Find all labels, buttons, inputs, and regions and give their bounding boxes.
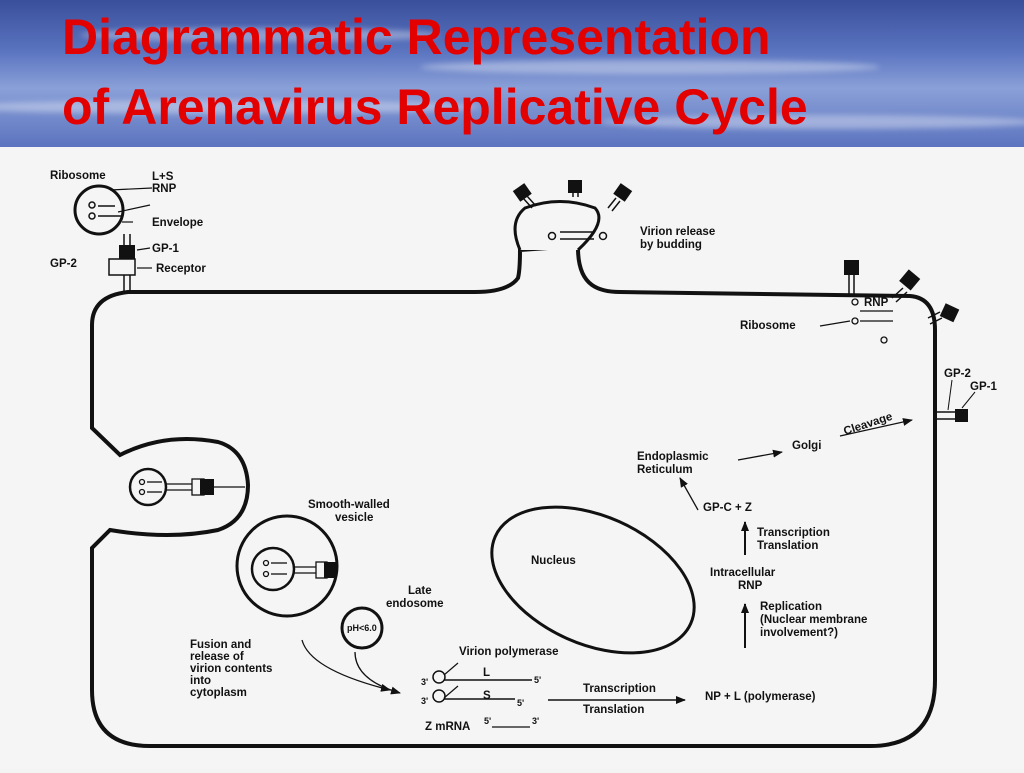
label-into: into bbox=[190, 675, 211, 687]
label-ls: L+S bbox=[152, 171, 174, 183]
label-involvement: involvement?) bbox=[760, 627, 838, 639]
label-late: Late bbox=[408, 585, 432, 597]
budding-bud bbox=[513, 200, 601, 252]
label-virion-contents: virion contents bbox=[190, 663, 272, 675]
label-reticulum: Reticulum bbox=[637, 464, 693, 476]
label-translation-bottom: Translation bbox=[583, 704, 644, 716]
label-replication: Replication bbox=[760, 601, 822, 613]
label-virion-polymerase: Virion polymerase bbox=[459, 646, 559, 658]
label-transcription-right: Transcription bbox=[757, 527, 830, 539]
label-ribosome-right: Ribosome bbox=[740, 320, 796, 332]
label-release-of: release of bbox=[190, 651, 244, 663]
label-golgi: Golgi bbox=[792, 440, 821, 452]
header-streak bbox=[80, 28, 440, 42]
label-gp1-right: GP-1 bbox=[970, 381, 997, 393]
slide-title: Diagrammatic Representation of Arenaviru… bbox=[62, 2, 808, 142]
label-ph: pH<6.0 bbox=[347, 623, 377, 633]
label-s-segment: S bbox=[483, 690, 491, 702]
label-z-mrna: Z mRNA bbox=[425, 721, 470, 733]
label-fusion: Fusion and bbox=[190, 639, 251, 651]
label-nuclear-membrane: (Nuclear membrane bbox=[760, 614, 867, 626]
label-3prime-z: 3' bbox=[532, 716, 539, 726]
label-intracellular-rnp: RNP bbox=[738, 580, 763, 592]
label-endoplasmic: Endoplasmic bbox=[637, 451, 709, 463]
label-cleavage: Cleavage bbox=[842, 411, 894, 438]
label-vesicle: vesicle bbox=[335, 512, 373, 524]
label-3prime-s: 3' bbox=[421, 696, 428, 706]
label-transcription-bottom: Transcription bbox=[583, 683, 656, 695]
label-nucleus: Nucleus bbox=[531, 555, 576, 567]
label-virion-release: Virion release bbox=[640, 226, 715, 238]
label-endosome: endosome bbox=[386, 598, 444, 610]
label-3prime-l: 3' bbox=[421, 677, 428, 687]
label-5prime-l: 5' bbox=[534, 675, 541, 685]
label-l-segment: L bbox=[483, 667, 490, 679]
label-envelope: Envelope bbox=[152, 217, 203, 229]
label-np-l: NP + L (polymerase) bbox=[705, 691, 816, 703]
label-receptor: Receptor bbox=[156, 263, 206, 275]
label-rnp-right: RNP bbox=[864, 297, 889, 309]
label-smooth-walled: Smooth-walled bbox=[308, 499, 390, 511]
title-line-1: Diagrammatic Representation bbox=[62, 9, 771, 65]
slide-header: Diagrammatic Representation of Arenaviru… bbox=[0, 0, 1024, 147]
replication-diagram: Ribosome L+S RNP Envelope GP-1 GP-2 Rece… bbox=[0, 147, 1024, 768]
label-5prime-s: 5' bbox=[517, 698, 524, 708]
label-cytoplasm: cytoplasm bbox=[190, 687, 247, 699]
label-by-budding: by budding bbox=[640, 239, 702, 251]
label-translation-right: Translation bbox=[757, 540, 818, 552]
label-5prime-z: 5' bbox=[484, 716, 491, 726]
label-gpc-z: GP-C + Z bbox=[703, 502, 752, 514]
diagram-canvas: Ribosome L+S RNP Envelope GP-1 GP-2 Rece… bbox=[50, 170, 997, 748]
header-streak bbox=[420, 60, 880, 74]
label-rnp: RNP bbox=[152, 183, 177, 195]
label-intracellular: Intracellular bbox=[710, 567, 776, 579]
header-streak bbox=[600, 115, 1024, 129]
header-streak bbox=[0, 100, 480, 114]
label-gp2: GP-2 bbox=[50, 258, 77, 270]
label-ribosome: Ribosome bbox=[50, 170, 106, 182]
label-gp1: GP-1 bbox=[152, 243, 179, 255]
title-line-2: of Arenavirus Replicative Cycle bbox=[62, 79, 808, 135]
label-gp2-right: GP-2 bbox=[944, 368, 971, 380]
